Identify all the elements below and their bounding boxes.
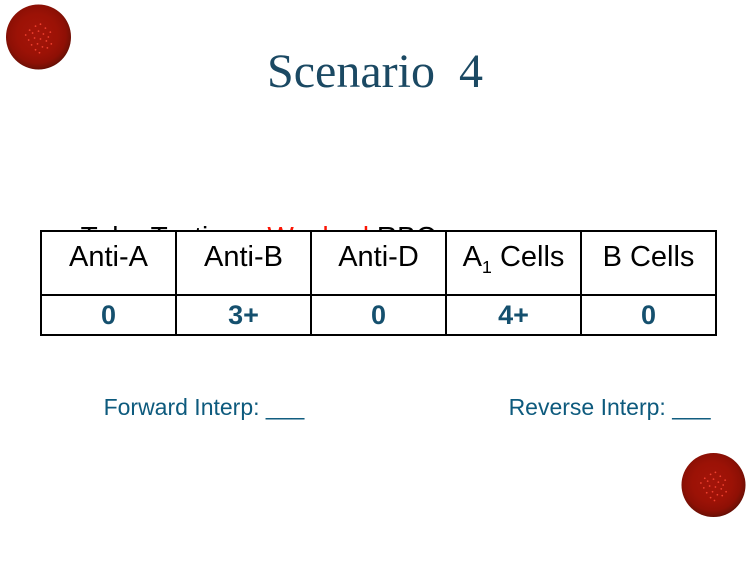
rbc-specks: [24, 23, 53, 54]
header-cell-anti-a: Anti-A: [40, 230, 177, 296]
reaction-table-head: Anti-A Anti-B Anti-D A1 Cells B Cells: [40, 230, 717, 296]
reverse-interp: Reverse Interp: ___: [483, 366, 711, 449]
forward-interp-label: Forward Interp:: [103, 393, 266, 420]
rbc-agglutination-icon: [5, 4, 72, 70]
forward-interp-blank: ___: [265, 393, 305, 420]
header-text-post: Cells: [491, 240, 565, 273]
reaction-table: Anti-A Anti-B Anti-D A1 Cells B Cells 0 …: [40, 230, 717, 336]
header-text: A: [462, 240, 482, 273]
header-cell-anti-d: Anti-D: [310, 230, 447, 296]
header-cell-a1-cells: A1 Cells: [445, 230, 582, 296]
header-text: Anti-B: [204, 240, 283, 273]
reaction-table-body: 0 3+ 0 4+ 0: [40, 294, 717, 336]
reaction-value-anti-b: 3+: [175, 294, 312, 336]
rbc-circle: [5, 4, 72, 70]
header-cell-anti-b: Anti-B: [175, 230, 312, 296]
rbc-circle: [681, 452, 746, 518]
reaction-value-a1-cells: 4+: [445, 294, 582, 336]
slide-title: Scenario 4: [267, 45, 483, 98]
header-text: Anti-A: [69, 240, 148, 273]
header-subscript: 1: [481, 256, 492, 277]
reaction-value-anti-d: 0: [310, 294, 447, 336]
reverse-interp-label: Reverse Interp:: [508, 393, 673, 420]
value-row: 0 3+ 0 4+ 0: [40, 294, 717, 336]
forward-interp: Forward Interp: ___: [78, 366, 305, 449]
reaction-value-anti-a: 0: [40, 294, 177, 336]
rbc-specks: [700, 471, 727, 502]
header-text: Anti-D: [338, 240, 419, 273]
reaction-value-b-cells: 0: [580, 294, 717, 336]
header-cell-b-cells: B Cells: [580, 230, 717, 296]
rbc-agglutination-icon: [681, 452, 746, 518]
reverse-interp-blank: ___: [672, 393, 711, 420]
header-row: Anti-A Anti-B Anti-D A1 Cells B Cells: [40, 230, 717, 296]
header-text: B Cells: [602, 240, 695, 273]
